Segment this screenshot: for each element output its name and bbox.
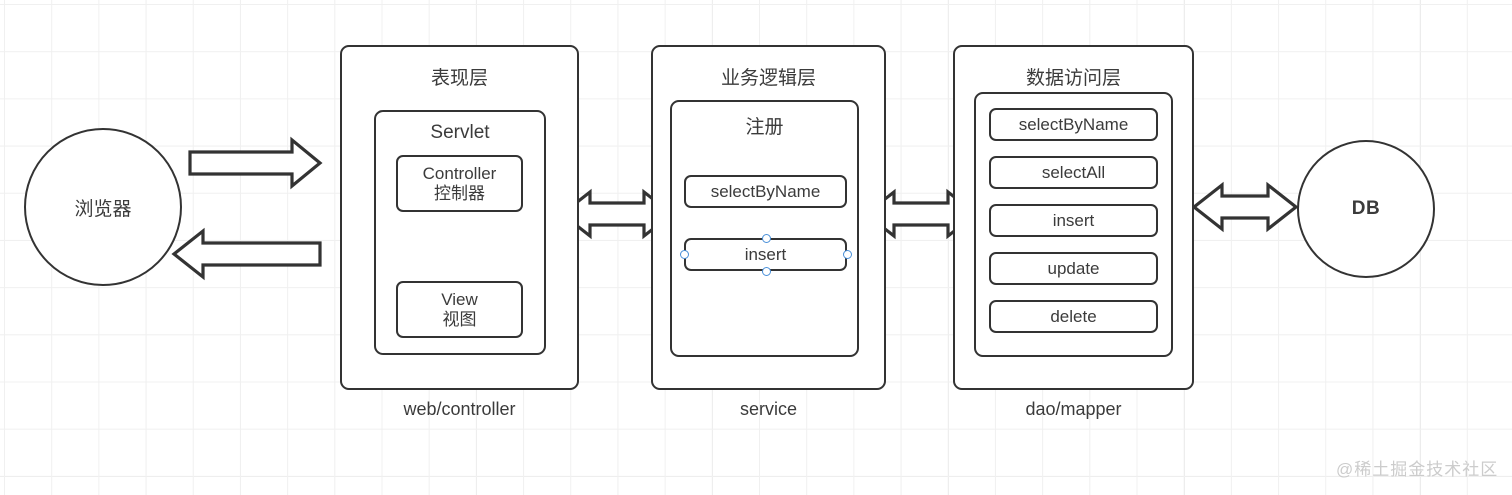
arrow-browser-to-web-icon	[188, 136, 323, 190]
controller-label-en: Controller	[422, 164, 497, 184]
layer-dao-title: 数据访问层	[1025, 68, 1121, 89]
caption-web-controller: web/controller	[403, 399, 516, 419]
dao-method-insert[interactable]: insert	[989, 204, 1158, 237]
caption-service: service	[739, 399, 797, 419]
browser-node[interactable]: 浏览器	[24, 128, 182, 286]
service-method-selectbyname[interactable]: selectByName	[684, 175, 847, 208]
arrow-web-to-browser-icon	[171, 227, 322, 281]
controller-label-zh: 控制器	[434, 183, 485, 203]
dao-method-update[interactable]: update	[989, 252, 1158, 285]
dao-method-update-label: update	[1047, 258, 1100, 278]
db-label: DB	[1351, 198, 1381, 219]
dao-method-selectbyname-label: selectByName	[1018, 114, 1129, 134]
layer-presentation-title: 表现层	[430, 68, 488, 89]
dao-method-selectbyname[interactable]: selectByName	[989, 108, 1158, 141]
selection-handle-top[interactable]	[761, 233, 771, 243]
arrow-dao-db-icon	[1191, 181, 1299, 233]
service-method-insert-label: insert	[744, 244, 787, 264]
selection-handle-bottom[interactable]	[761, 266, 771, 276]
caption-dao-mapper: dao/mapper	[1025, 399, 1122, 419]
watermark: @稀土掘金技术社区	[1336, 460, 1499, 479]
selection-handle-left[interactable]	[679, 249, 689, 259]
selection-handle-right[interactable]	[842, 249, 852, 259]
dao-method-delete-label: delete	[1050, 306, 1097, 326]
db-node[interactable]: DB	[1297, 140, 1435, 278]
service-method-selectbyname-label: selectByName	[710, 181, 821, 201]
browser-label: 浏览器	[74, 198, 132, 220]
view-label-zh: 视图	[442, 309, 477, 329]
controller-box[interactable]: Controller 控制器	[396, 155, 523, 212]
view-label-en: View	[441, 290, 478, 310]
dao-method-insert-label: insert	[1052, 210, 1095, 230]
dao-method-selectall-label: selectAll	[1041, 162, 1106, 182]
dao-method-delete[interactable]: delete	[989, 300, 1158, 333]
register-title: 注册	[745, 117, 784, 138]
layer-business-title: 业务逻辑层	[720, 68, 816, 89]
service-method-insert[interactable]: insert	[684, 238, 847, 271]
view-box[interactable]: View 视图	[396, 281, 523, 338]
register-box[interactable]: 注册	[670, 100, 859, 357]
dao-method-selectall[interactable]: selectAll	[989, 156, 1158, 189]
servlet-title: Servlet	[430, 122, 490, 143]
